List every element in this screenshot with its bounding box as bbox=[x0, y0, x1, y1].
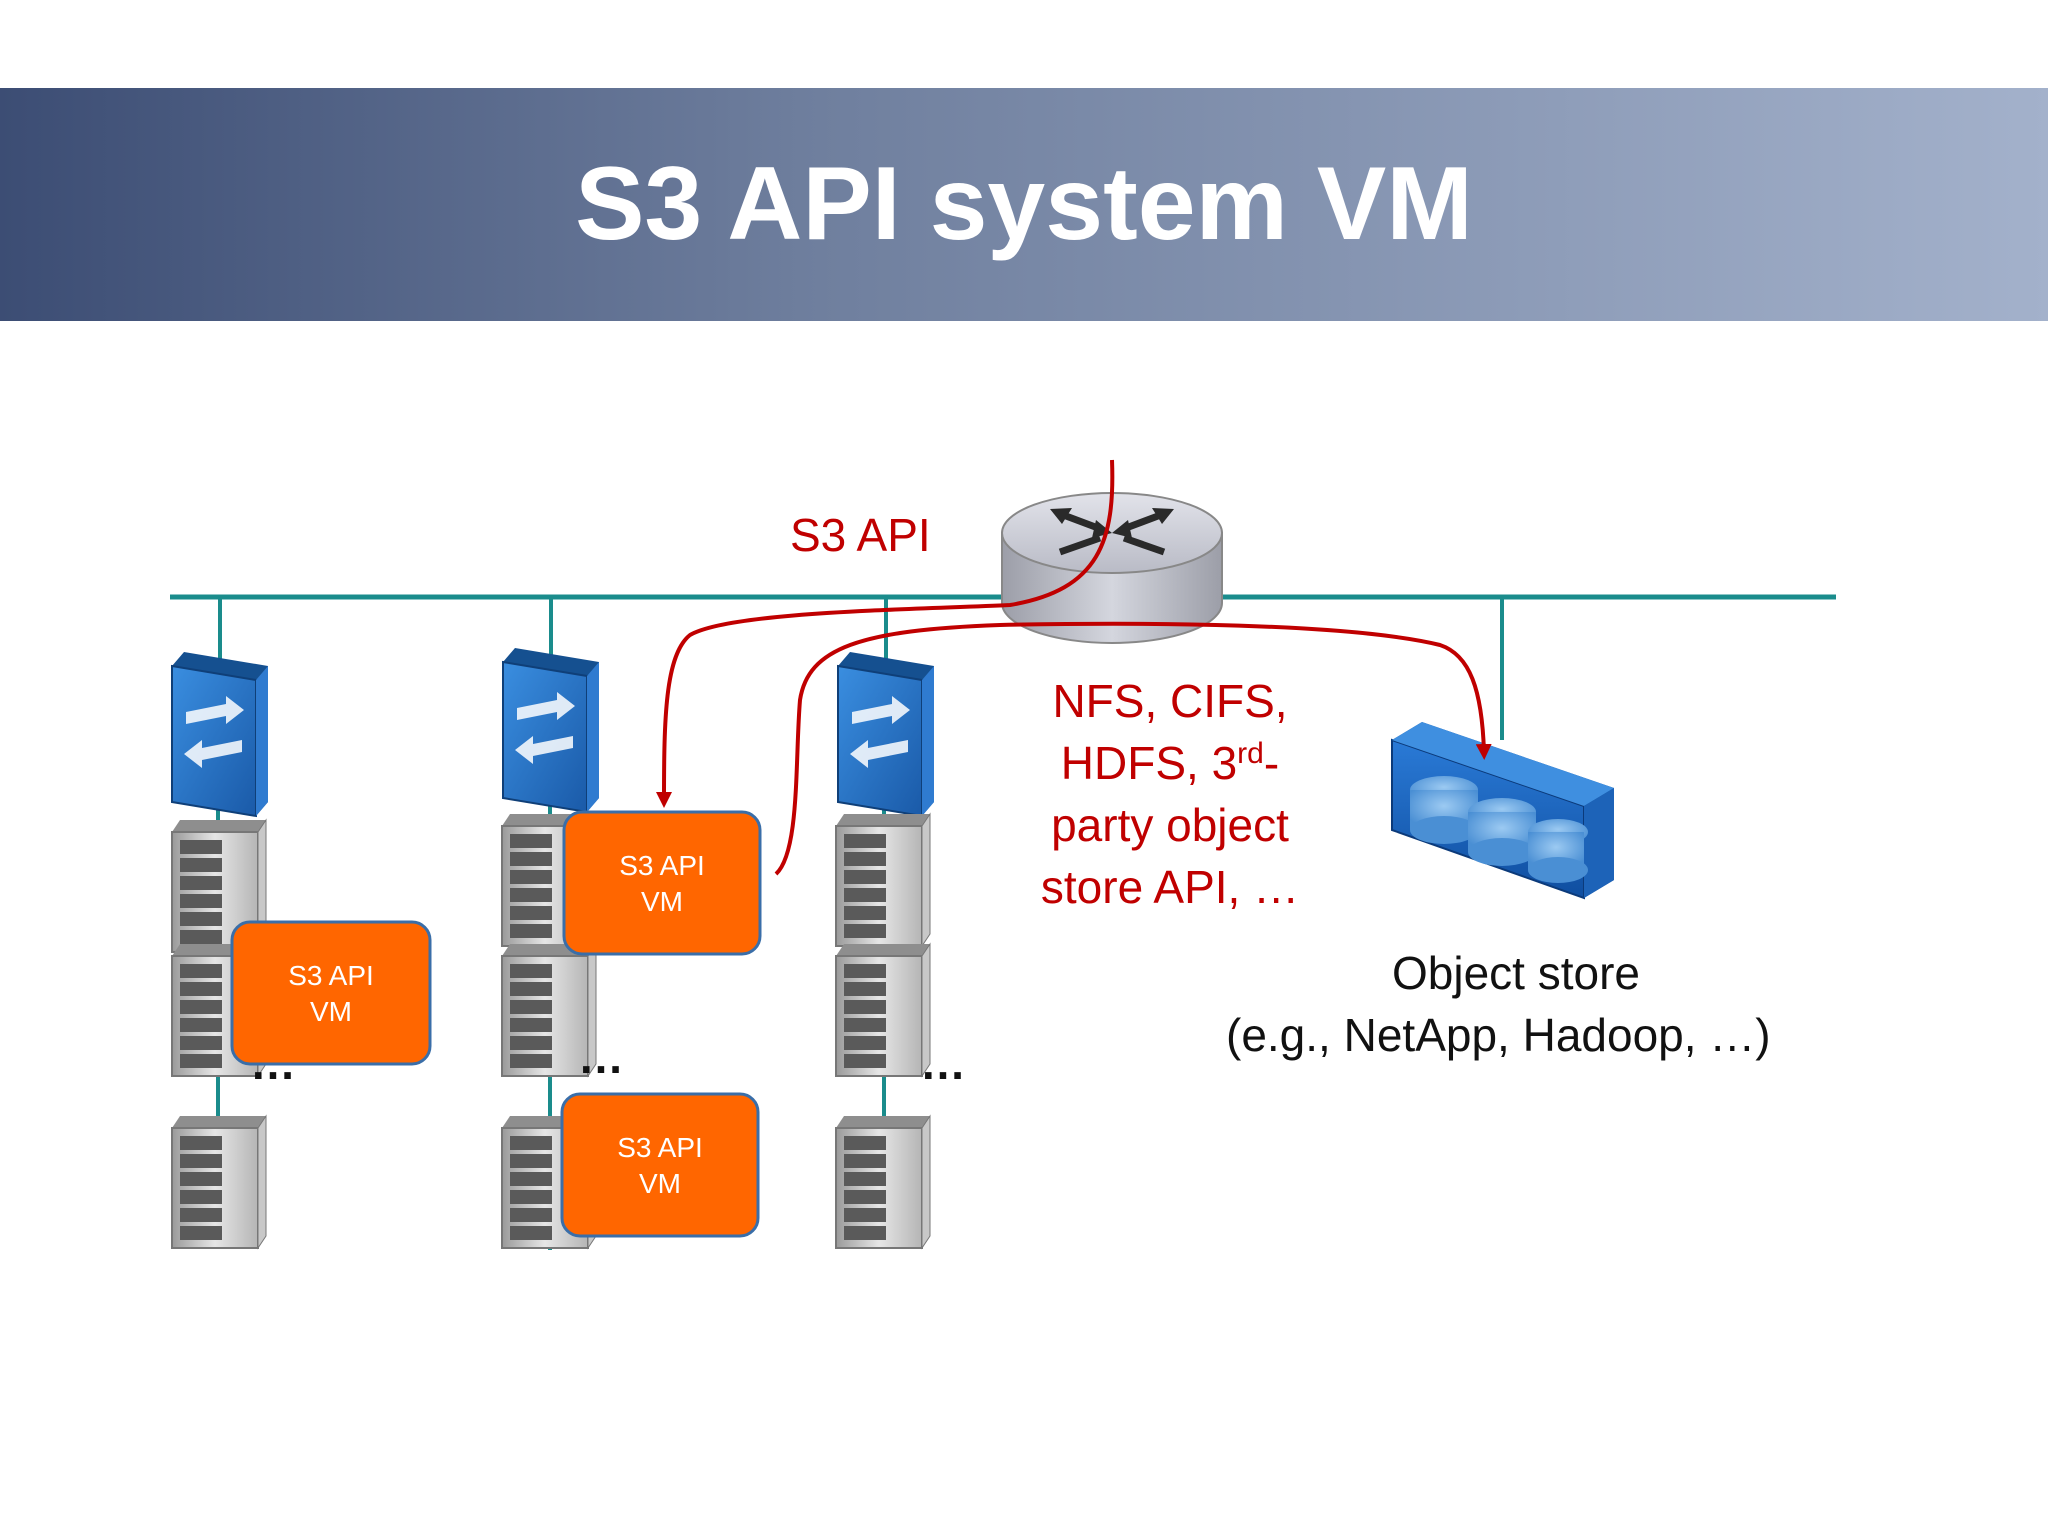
network-switch-icon bbox=[837, 651, 935, 817]
ellipsis-col-3: … bbox=[920, 1037, 968, 1089]
protocols-line-4: store API, … bbox=[1040, 861, 1300, 913]
router-icon bbox=[1001, 492, 1223, 644]
vm-box bbox=[560, 1092, 760, 1238]
protocols-line-3: party object bbox=[1051, 799, 1289, 851]
storage-array-icon bbox=[1391, 722, 1614, 900]
s3-request-flow bbox=[656, 459, 1115, 808]
protocols-line-2: HDFS, 3rd- bbox=[1060, 737, 1280, 789]
server-icon bbox=[835, 813, 931, 947]
ellipsis-col-2: … bbox=[578, 1031, 626, 1083]
ellipsis-col-1: … bbox=[250, 1037, 298, 1089]
protocols-line-1: NFS, CIFS, bbox=[1052, 675, 1288, 727]
server-icon bbox=[835, 943, 931, 1077]
slide-title: S3 API system VM bbox=[575, 146, 1473, 262]
server-icon bbox=[171, 1115, 267, 1249]
title-bar: S3 API system VM bbox=[0, 88, 2048, 321]
object-store-title: Object store bbox=[1392, 947, 1640, 999]
network-switch-icon bbox=[502, 647, 600, 813]
object-store-examples: (e.g., NetApp, Hadoop, …) bbox=[1226, 1009, 1771, 1061]
vm-box bbox=[562, 810, 762, 956]
vm-box bbox=[230, 920, 432, 1066]
server-icon bbox=[835, 1115, 931, 1249]
s3-api-label: S3 API bbox=[790, 509, 931, 561]
object-store-flow bbox=[774, 621, 1492, 876]
network-switch-icon bbox=[171, 651, 269, 817]
